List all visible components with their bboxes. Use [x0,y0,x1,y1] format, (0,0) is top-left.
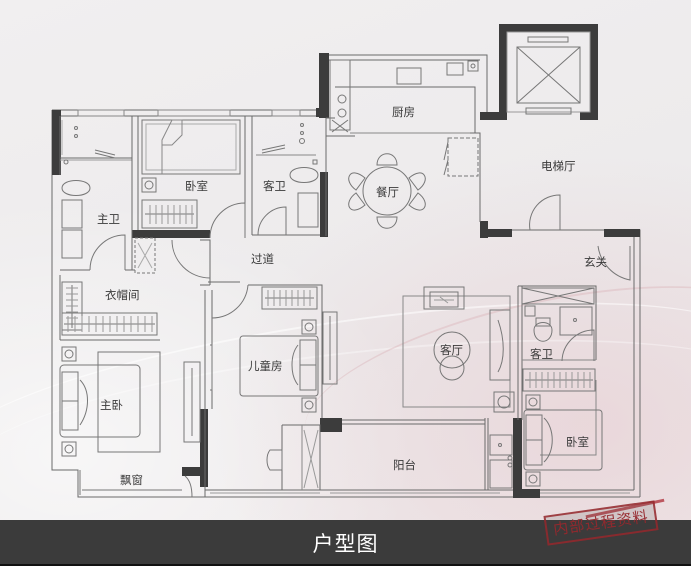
label-entrance: 玄关 [584,255,607,269]
dining-table [348,153,426,229]
master-bed [59,346,201,498]
elevator-car [506,31,591,231]
kitchen-fixtures [329,59,479,177]
label-living-room: 客厅 [440,343,463,357]
label-guest-bath-south: 客卫 [530,347,553,361]
kids-room-furniture [210,284,338,489]
bed-south [523,394,603,487]
structural-walls [52,24,640,498]
room-labels: 主卫 卧室 客卫 厨房 餐厅 电梯厅 过道 玄关 衣帽间 主卧 儿童房 客厅 客… [97,105,607,487]
entrance-door [597,245,631,281]
living-room-furniture [423,286,515,413]
label-bedroom-south: 卧室 [566,435,589,449]
bed-north [141,119,246,239]
caption-banner: 户型图 [0,520,691,566]
label-kitchen: 厨房 [392,105,415,119]
label-dining: 餐厅 [376,185,399,199]
label-bay-window: 飘窗 [120,473,143,487]
guest-bath-north-fixtures [257,123,319,236]
label-bedroom-north: 卧室 [185,179,208,193]
banner-title: 户型图 [312,532,379,556]
label-master-bedroom: 主卧 [100,398,123,412]
master-bath-fixtures [61,120,126,271]
label-master-bath: 主卫 [97,212,120,226]
closet-wardrobes [61,237,158,336]
label-kids-room: 儿童房 [248,359,283,373]
label-corridor: 过道 [251,252,274,266]
furniture [59,31,631,498]
label-closet: 衣帽间 [105,288,140,302]
guest-bath-south-fixtures [521,287,596,392]
label-guest-bath-north: 客卫 [263,179,286,193]
label-balcony: 阳台 [393,458,416,472]
floor-plan: 主卫 卧室 客卫 厨房 餐厅 电梯厅 过道 玄关 衣帽间 主卧 儿童房 客厅 客… [51,24,641,498]
label-elevator-hall: 电梯厅 [541,159,576,173]
balcony-utility [489,434,513,489]
